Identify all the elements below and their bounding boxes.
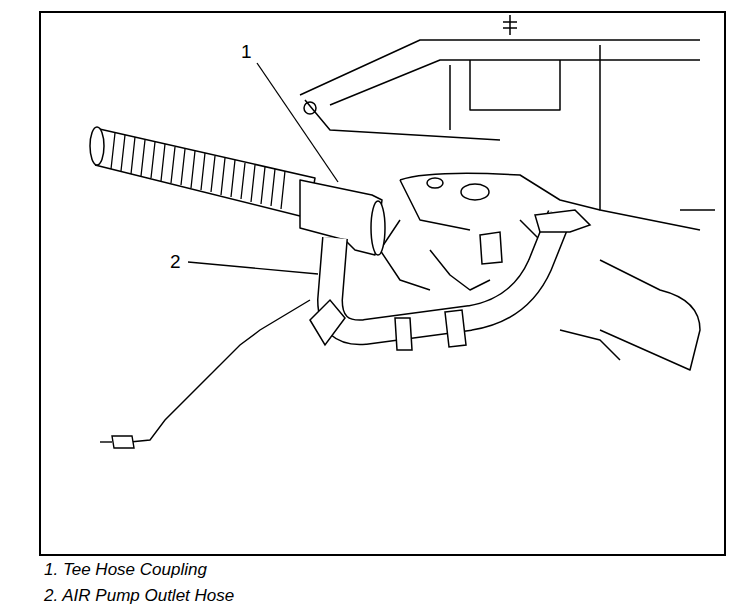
part-legend-line: 2. AIR Pump Outlet Hose (44, 587, 234, 606)
callout-number: 1 (241, 42, 252, 63)
callout-number: 2 (170, 252, 181, 273)
part-legend-line: 1. Tee Hose Coupling (44, 561, 207, 580)
